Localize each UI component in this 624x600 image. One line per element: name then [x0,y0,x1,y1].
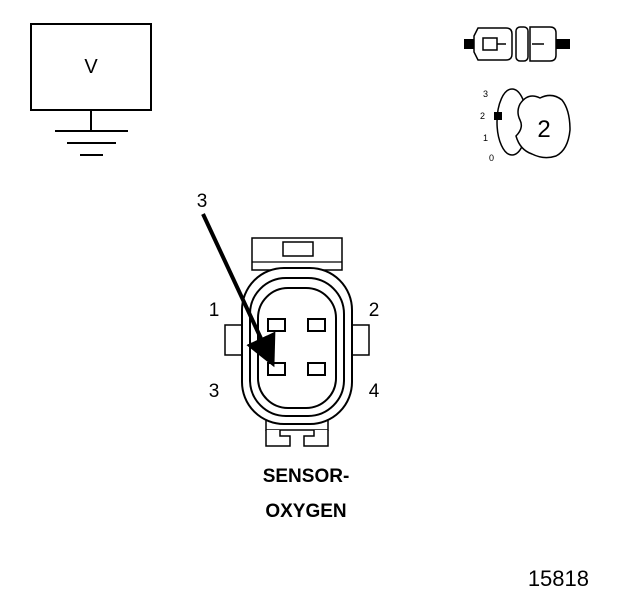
caption-line-1: SENSOR- [263,466,350,487]
terminal-2 [307,318,326,332]
voltmeter-label: V [84,56,98,78]
ignition-key-icon: 3 2 1 0 2 [480,88,571,163]
terminal-3 [267,362,286,376]
key-selected-marker [494,112,502,120]
disconnected-plug-icon [464,26,570,62]
terminal-1 [267,318,286,332]
key-number-label: 2 [537,116,550,143]
terminal-pointer: 3 [197,191,276,368]
caption-line-2: OXYGEN [265,501,346,522]
figure-number: 15818 [528,566,589,591]
key-position-2: 2 [480,111,485,121]
connector-face [257,287,337,409]
pointer-arrow [201,213,276,368]
terminal-label-4: 4 [369,381,380,402]
terminal-4 [307,362,326,376]
ground-icon [55,110,128,156]
pointer-label: 3 [197,191,208,212]
terminal-label-1: 1 [209,300,220,321]
voltmeter-symbol: V [30,23,152,156]
terminal-label-3: 3 [209,381,220,402]
key-position-0: 0 [489,153,494,163]
oxygen-sensor-connector: 1 2 3 4 [209,237,380,447]
key-position-3: 3 [483,89,488,99]
key-position-1: 1 [483,133,488,143]
terminal-label-2: 2 [369,300,380,321]
